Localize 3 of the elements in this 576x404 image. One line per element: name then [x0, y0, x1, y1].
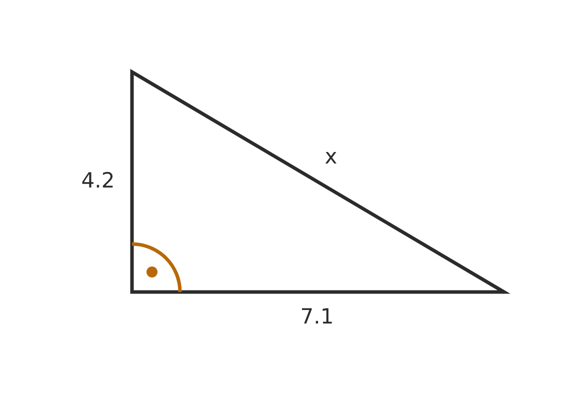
side-length-label: 7.1	[300, 306, 334, 328]
side-length-label: x	[324, 146, 338, 168]
side-length-label: 4.2	[81, 170, 115, 192]
